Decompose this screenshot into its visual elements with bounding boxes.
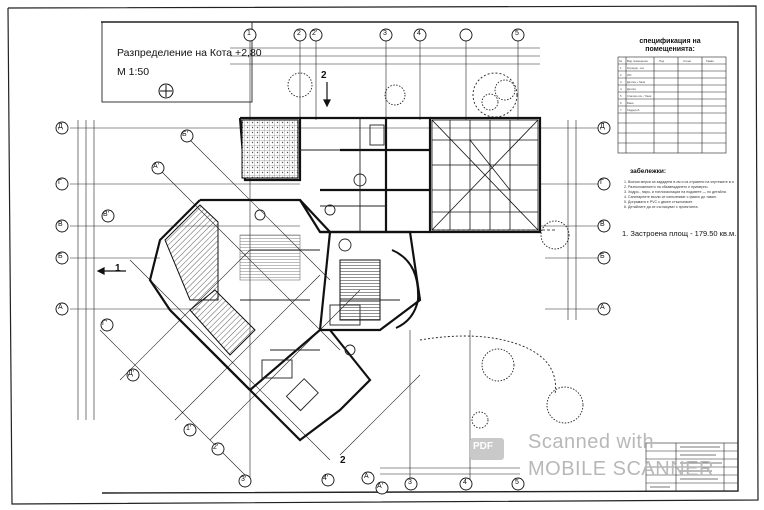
axis-label-bottom: 4': [323, 475, 329, 482]
axis-label-top: 3: [383, 30, 387, 37]
spec-row-number: 3: [620, 80, 622, 84]
spec-row-name: Детска + баня: [627, 80, 646, 84]
note-item: 5. Дограмата е PVC с двоен стъклопакет.: [624, 200, 694, 204]
title-box: [101, 21, 253, 103]
hatched-room-south: [189, 289, 256, 356]
spec-row-name: WC: [627, 73, 632, 77]
title-block-text: [650, 446, 722, 488]
hatched-room-top-left: [241, 119, 299, 179]
axis-label-right: Г: [600, 179, 604, 186]
note-item: 6. Детайлите да се съгласуват с проектан…: [624, 205, 699, 209]
bay-window: [391, 249, 420, 329]
section-marker-bottom-label: 2: [340, 455, 346, 466]
specification-table: [617, 56, 727, 154]
spec-row-number: 2: [620, 73, 622, 77]
axis-label-bottom: 4: [463, 479, 467, 486]
spec-row-name: Баня: [627, 101, 634, 105]
axis-label-left: Г: [58, 179, 62, 186]
axis-label-right: А: [600, 304, 605, 311]
spec-header-cell: Таван: [706, 59, 714, 63]
dimension-lines-right: [540, 120, 600, 320]
axis-label-right: Д: [600, 123, 605, 130]
axis-label-bottom: А: [364, 473, 369, 480]
built-area-note: 1. Застроена площ - 179.50 кв.м.: [622, 229, 737, 238]
axis-markers-rotated: [100, 129, 252, 488]
spec-row-name: Детска: [627, 87, 636, 91]
notes-title: забележки:: [630, 168, 666, 175]
spec-row-number: 1: [620, 66, 622, 70]
axis-label-top: 5: [515, 30, 519, 37]
rotated-wing-gridlines: [99, 139, 421, 481]
spec-row-name: Гардероб: [627, 108, 640, 112]
axis-label-rotated: 3': [241, 476, 247, 483]
sheet-border: [7, 5, 759, 505]
section-marker-left-label: 1: [115, 263, 121, 274]
spec-header-cell: Под: [659, 59, 665, 63]
watermark-line-2: MOBILE SCANNER: [528, 458, 714, 480]
north-arrow-icon: [158, 83, 174, 99]
axis-label-rotated: А': [153, 163, 160, 170]
axis-label-rotated: 2': [213, 444, 219, 451]
notes-list: 1. Всички мерки са зададени в см и са от…: [624, 180, 734, 210]
axis-label-bottom: 3: [408, 479, 412, 486]
axis-label-rotated: Г': [102, 320, 108, 327]
axis-label-right: Б: [600, 253, 605, 260]
note-item: 2. Разположението на обзавеждането е при…: [624, 185, 709, 189]
spec-header-cell: №: [619, 59, 623, 63]
hatched-room-west: [164, 204, 219, 301]
axis-label-left: Б: [58, 253, 63, 260]
axis-markers-left: [55, 121, 69, 316]
spec-row-number: 6: [620, 101, 622, 105]
spec-row-number: 7: [620, 108, 622, 112]
landscape-shrubs: [287, 72, 584, 429]
drawing-scale: М 1:50: [117, 66, 150, 78]
axis-label-rotated: В': [103, 211, 110, 218]
axis-label-left: В: [58, 221, 63, 228]
pdf-badge-icon: [470, 438, 504, 460]
spec-row-number: 5: [620, 94, 622, 98]
watermark-line-1: Scanned with: [528, 431, 655, 453]
drawing-title: Разпределение на Кота +2,80: [117, 47, 262, 59]
section-marker-top-icon: [323, 82, 331, 108]
axis-markers-top: [243, 28, 525, 42]
pdf-badge-label: PDF: [473, 441, 493, 452]
axis-label-top: 4: [417, 30, 421, 37]
section-marker-top-label: 2: [321, 70, 327, 81]
note-item: 1. Всички мерки са зададени в см и са от…: [624, 180, 734, 184]
axis-label-top: 2: [297, 30, 301, 37]
axis-label-rotated: Д': [128, 370, 135, 377]
hatched-room-center: [239, 234, 301, 281]
axis-label-top: 2': [312, 30, 318, 37]
axis-label-rotated: Б': [182, 131, 188, 138]
note-item: 4. Санитарните възли се изпълняват с фая…: [624, 195, 717, 199]
section-marker-left-icon: [96, 267, 126, 275]
axis-label-bottom: А': [377, 483, 384, 490]
spec-row-name: Спалня осн. / баня: [627, 94, 652, 98]
spec-row-name: Коридор, хол: [627, 66, 645, 70]
title-block: [645, 442, 739, 492]
axis-label-left: А: [58, 304, 63, 311]
axis-markers-bottom: [321, 471, 525, 495]
dimension-lines-left: [70, 120, 560, 420]
axis-label-right: В: [600, 221, 605, 228]
spec-header-cell: Стени: [683, 59, 691, 63]
note-item: 3. Хидро-, паро- и топлоизолации на подо…: [624, 190, 727, 194]
axis-label-left: Д: [58, 123, 63, 130]
axis-label-top: 1: [247, 30, 251, 37]
axis-label-bottom: 5: [515, 479, 519, 486]
spec-row-number: 4: [620, 87, 622, 91]
specification-title: спецификация на помещенията:: [639, 38, 701, 53]
axis-label-rotated: 1': [186, 425, 192, 432]
axis-markers-right: [597, 121, 611, 316]
stair-room: [339, 259, 381, 321]
spec-header-cell: Вид помещение: [627, 59, 648, 63]
roof-truss-right: [431, 119, 555, 231]
